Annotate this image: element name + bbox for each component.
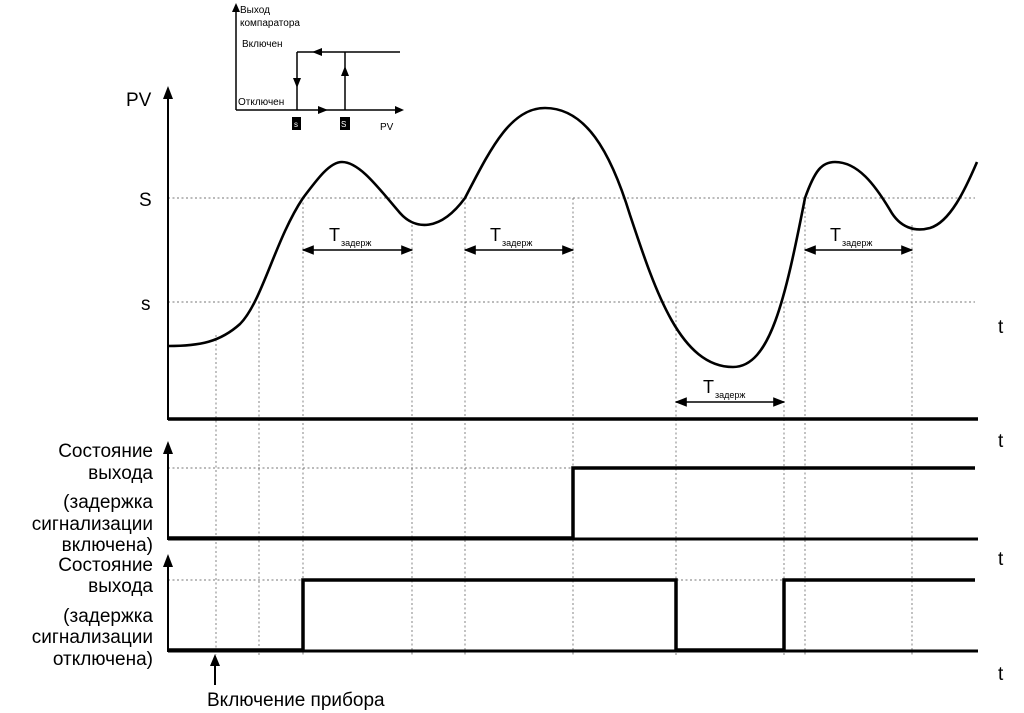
- delay-label-sub: задерж: [842, 238, 872, 248]
- output-panel-delay-off: t Состояние выхода (задержка сигнализаци…: [32, 554, 1004, 685]
- panel3-label-line2: выхода: [88, 576, 153, 597]
- panel3-label-line4: сигнализации: [32, 627, 153, 648]
- delay-label-sub: задерж: [715, 390, 745, 400]
- delay-interval-2: T задерж: [463, 225, 575, 255]
- panel2-x-label-top: t: [998, 431, 1004, 452]
- delay-label-T: T: [703, 377, 714, 397]
- delay-label-sub: задерж: [502, 238, 532, 248]
- power-on-arrow-icon: [210, 654, 220, 666]
- inset-y-label-2: компаратора: [240, 18, 300, 29]
- panel2-output-signal: [168, 466, 975, 540]
- inset-S-box: [340, 117, 350, 130]
- inset-x-label: PV: [380, 122, 394, 133]
- inset-s-box: [292, 117, 301, 130]
- delay-interval-1: T задерж: [301, 225, 414, 255]
- panel2-label-line3: (задержка: [63, 492, 153, 513]
- inset-low-threshold: s: [294, 120, 298, 129]
- inset-on-label: Включен: [242, 39, 283, 50]
- delay-interval-4: T задерж: [803, 225, 914, 255]
- inset-high-threshold: S: [341, 120, 346, 129]
- panel2-label-line1: Состояние: [58, 441, 153, 462]
- s-label: s: [141, 294, 151, 315]
- output-panel-delay-on: t t Состояние выхода (задержка сигнализа…: [32, 431, 1004, 570]
- hysteresis-inset: Выход компаратора Включен Отключен s S P…: [232, 3, 404, 133]
- panel2-label-line2: выхода: [88, 463, 153, 484]
- power-on-label: Включение прибора: [207, 690, 385, 711]
- main-x-label: t: [998, 317, 1004, 338]
- delay-label-T: T: [329, 225, 340, 245]
- panel3-x-label: t: [998, 664, 1004, 685]
- main-y-arrowhead: [163, 86, 173, 99]
- pv-curve: [167, 106, 979, 369]
- inset-arrow-right: [318, 106, 328, 114]
- panel3-y-arrowhead: [163, 554, 173, 567]
- delay-label-T: T: [830, 225, 841, 245]
- S-label: S: [139, 190, 152, 211]
- panel2-label-line4: сигнализации: [32, 514, 153, 535]
- panel2-x-label: t: [998, 549, 1004, 570]
- delay-label-sub: задерж: [341, 238, 371, 248]
- panel2-label-line5: включена): [62, 535, 153, 556]
- inset-y-label-1: Выход: [240, 5, 270, 16]
- panel2-label: Состояние выхода (задержка сигнализации …: [32, 441, 154, 556]
- inset-arrow-left: [312, 48, 322, 56]
- vertical-guides: [215, 198, 913, 655]
- inset-x-arrowhead: [395, 106, 404, 114]
- inset-off-label: Отключен: [238, 97, 284, 108]
- delay-interval-3: T задерж: [674, 377, 786, 407]
- panel3-output-signal: [168, 578, 975, 652]
- inset-y-arrowhead: [232, 3, 240, 12]
- panel2-y-arrowhead: [163, 441, 173, 454]
- panel3-label-line3: (задержка: [63, 606, 153, 627]
- panel3-label-line5: отключена): [53, 649, 153, 670]
- panel3-label-line1: Состояние: [58, 555, 153, 576]
- main-y-label: PV: [126, 90, 152, 111]
- power-on-marker: Включение прибора: [207, 654, 385, 711]
- inset-arrow-up: [341, 66, 349, 76]
- main-panel: PV S s t T задерж T задерж T задерж T за…: [126, 86, 1004, 421]
- inset-arrow-down: [293, 78, 301, 88]
- delay-label-T: T: [490, 225, 501, 245]
- panel3-label: Состояние выхода (задержка сигнализации …: [32, 555, 154, 670]
